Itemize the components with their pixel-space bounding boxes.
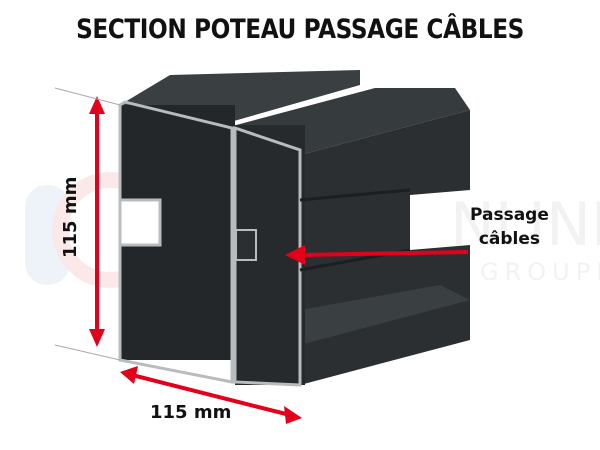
height-dimension-label: 115 mm — [60, 176, 81, 258]
cable-passage-arrow — [285, 245, 469, 265]
svg-text:GROUPE: GROUPE — [480, 258, 600, 286]
page-title: SECTION POTEAU PASSAGE CÂBLES — [76, 14, 524, 45]
cable-passage-callout: Passage câbles — [470, 203, 549, 251]
aluminium-profile — [118, 70, 470, 387]
callout-line-2: câbles — [478, 229, 541, 249]
width-dimension-label: 115 mm — [150, 402, 232, 423]
height-dimension — [54, 87, 121, 361]
width-dimension — [120, 366, 302, 424]
svg-text:NLINE: NLINE — [450, 190, 600, 260]
callout-line-1: Passage — [470, 205, 549, 225]
